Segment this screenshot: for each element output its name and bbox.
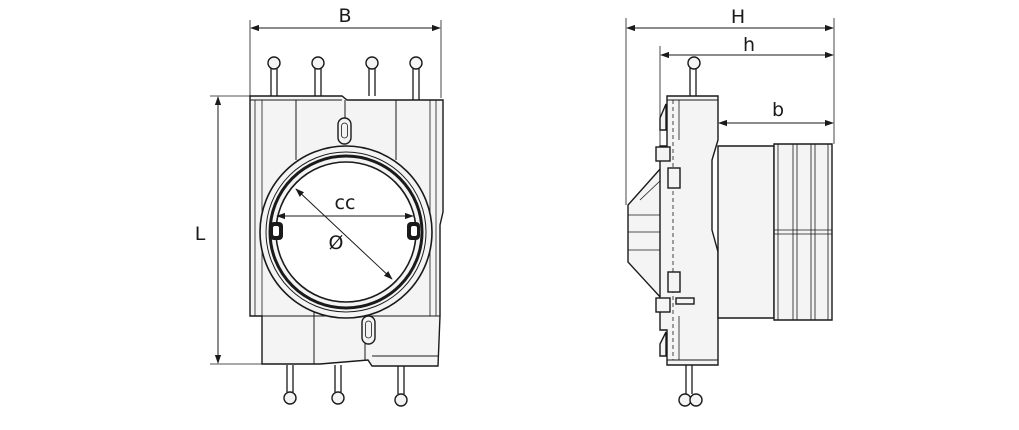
top-pins — [267, 56, 423, 100]
pin — [365, 56, 379, 96]
dimension-b-width: B — [249, 5, 442, 98]
side-pins — [678, 56, 703, 407]
cc-label: cc — [335, 192, 356, 214]
pin — [267, 56, 281, 96]
h-label: h — [743, 34, 755, 56]
pin — [331, 365, 345, 405]
diameter-label: Ø — [329, 232, 344, 254]
pin — [283, 365, 297, 405]
round-connection — [259, 145, 433, 319]
b-label: B — [338, 5, 351, 27]
side-view: H h b — [625, 6, 835, 407]
h-total-label: H — [731, 6, 745, 28]
front-view: cc Ø B L — [195, 5, 444, 407]
dimension-diameter: Ø — [295, 188, 393, 280]
dimension-l-length: L — [195, 95, 262, 365]
dimension-h: h — [659, 34, 834, 146]
pin — [409, 56, 423, 100]
pin — [311, 56, 325, 100]
dimension-h-total: H — [625, 6, 835, 205]
bottom-pins — [283, 365, 408, 407]
l-label: L — [195, 223, 206, 245]
spigot — [717, 143, 833, 321]
b-collar-label: b — [772, 99, 784, 121]
side-housing — [655, 95, 719, 366]
mounting-wedge — [627, 166, 662, 300]
pin — [394, 365, 408, 407]
dimension-b-collar: b — [718, 99, 834, 127]
